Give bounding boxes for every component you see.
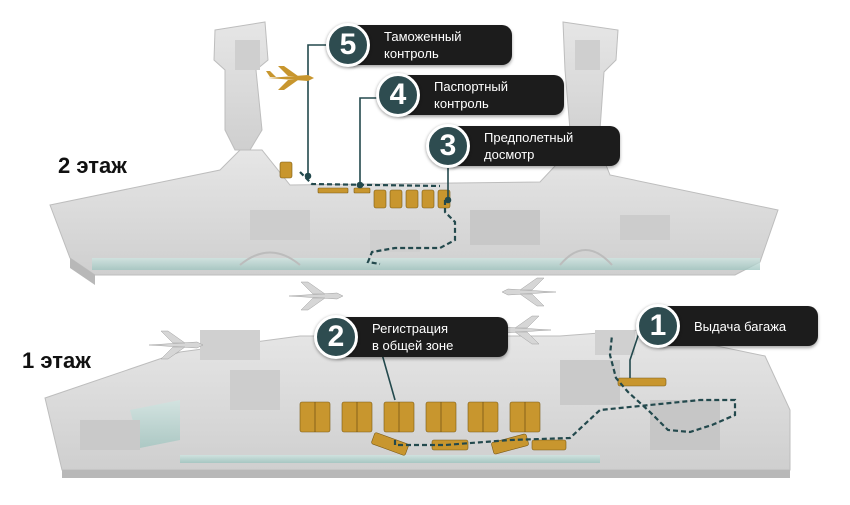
- step-label: Выдача багажа: [694, 319, 787, 334]
- step-label: Таможенный контроль: [384, 29, 462, 61]
- step-label: Регистрация в общей зоне: [372, 321, 454, 353]
- floor-2-label: 2 этаж: [58, 153, 127, 178]
- step-number-badge: 2: [314, 315, 358, 359]
- step-number-badge: 4: [376, 73, 420, 117]
- step-label: Паспортный контроль: [434, 79, 509, 111]
- airplane-icon: [496, 315, 552, 345]
- step-number-badge: 1: [636, 304, 680, 348]
- floor-2-plan: [49, 21, 779, 285]
- airplane-icon: [501, 277, 557, 307]
- airplane-icon: [266, 66, 314, 90]
- floor-1-plan: [44, 329, 791, 478]
- floor-1-label: 1 этаж: [22, 348, 91, 373]
- step-number-badge: 3: [426, 124, 470, 168]
- step-number-badge: 5: [326, 23, 370, 67]
- airplane-icon: [148, 330, 204, 360]
- airplane-icon: [288, 281, 344, 311]
- step-label: Предполетный досмотр: [484, 130, 574, 162]
